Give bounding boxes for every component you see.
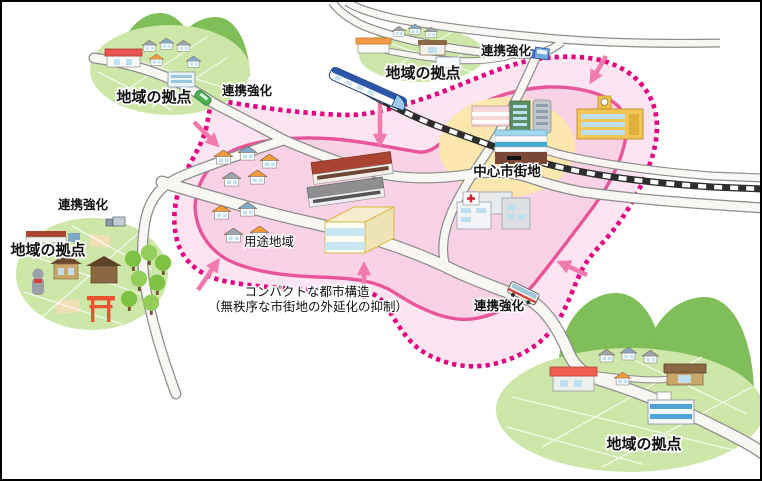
truck-small (105, 216, 126, 227)
commercial-building (324, 206, 395, 254)
machiya-row-houses (306, 151, 394, 208)
pink-building (471, 105, 510, 127)
row-houses (25, 231, 80, 244)
buildings (25, 24, 707, 425)
vehicles (105, 46, 550, 305)
office-building (435, 56, 461, 69)
train (328, 66, 407, 111)
inward-arrows (192, 54, 608, 299)
label-use-district: 用途地域 (244, 234, 294, 249)
labels: 地域の拠点 連携強化 地域の拠点 連携強化 地域の拠点 連携強化 中心市街地 用… (9, 42, 684, 455)
gym-building (663, 363, 707, 386)
green-tower (509, 100, 531, 136)
temple-house (50, 254, 82, 280)
department-store (494, 129, 548, 164)
inward-arrow (196, 257, 220, 292)
hall-building (418, 40, 447, 56)
label-link-top-left: 連携強化 (222, 83, 273, 98)
label-link-bottom: 連携強化 (474, 298, 525, 313)
inward-arrow (589, 54, 608, 85)
station-building (355, 37, 392, 54)
village-green (90, 25, 250, 115)
hospital (456, 191, 531, 230)
label-hub-left: 地域の拠点 (10, 241, 85, 259)
inward-arrow (192, 120, 220, 148)
school-office-building (647, 391, 695, 425)
inward-arrow (556, 260, 588, 278)
truck (525, 46, 550, 61)
house (392, 26, 406, 37)
gray-tower (532, 99, 552, 134)
village-green (496, 348, 760, 472)
school-building (576, 95, 644, 140)
label-central-district: 中心市街地 (473, 163, 541, 179)
office-building (167, 71, 196, 88)
label-hub-bottom-right: 地域の拠点 (606, 435, 681, 453)
label-link-left: 連携強化 (58, 197, 109, 212)
red-cross-icon (467, 194, 475, 203)
label-hub-top-left: 地域の拠点 (116, 88, 191, 106)
station-building (549, 366, 598, 392)
car (194, 89, 212, 106)
label-compact-structure-line2: （無秩序な市街地の外延化の抑制） (208, 299, 408, 314)
station-building (104, 48, 143, 68)
urban-boundary-dotted (172, 54, 660, 369)
torii-gate (87, 296, 115, 322)
bus (507, 281, 540, 305)
shrine (86, 256, 122, 284)
label-compact-structure-line1: コンパクトな都市構造 (244, 284, 370, 299)
statue (32, 268, 44, 295)
label-link-top-right: 連携強化 (481, 43, 532, 58)
label-hub-top-right: 地域の拠点 (385, 64, 460, 82)
